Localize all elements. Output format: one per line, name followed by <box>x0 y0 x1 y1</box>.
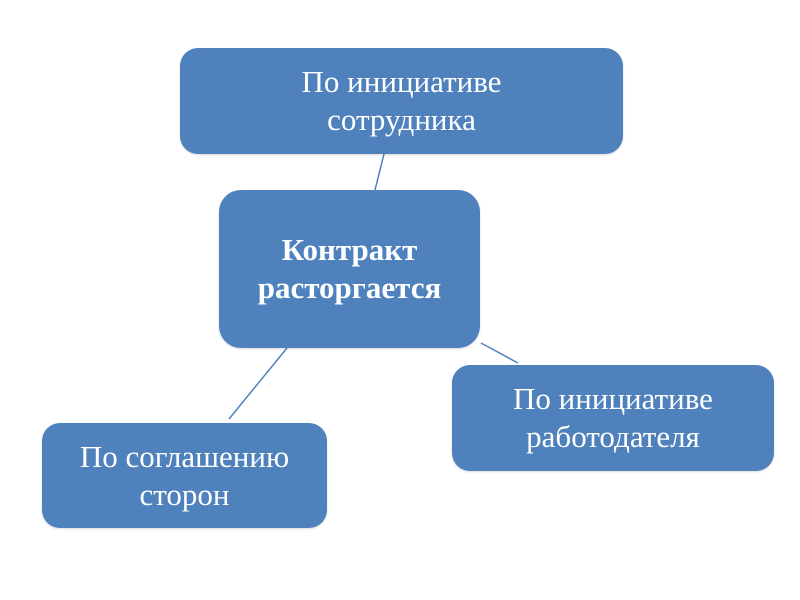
node-contract-terminated-line2: расторгается <box>257 270 442 305</box>
node-mutual-agreement: По соглашению сторон <box>42 423 327 528</box>
node-contract-terminated-text: Контракт расторгается <box>258 231 442 307</box>
node-employer-initiative: По инициативе работодателя <box>452 365 774 471</box>
node-mutual-agreement-line1: По соглашению <box>79 438 290 474</box>
node-contract-terminated-line1: Контракт <box>281 232 418 268</box>
node-employee-initiative-text: По инициативе сотрудника <box>302 63 502 139</box>
connector-center-to-right <box>480 342 519 364</box>
node-employer-initiative-line1: По инициативе <box>513 381 713 417</box>
node-employee-initiative-line1: По инициативе <box>301 64 502 100</box>
node-contract-terminated: Контракт расторгается <box>219 190 480 348</box>
connector-center-to-top <box>374 153 385 191</box>
node-employer-initiative-text: По инициативе работодателя <box>513 380 713 456</box>
connector-center-to-left <box>228 347 288 420</box>
node-mutual-agreement-line2: сторон <box>139 476 230 512</box>
node-mutual-agreement-text: По соглашению сторон <box>80 438 289 514</box>
node-employee-initiative-line2: сотрудника <box>327 102 476 137</box>
node-employer-initiative-line2: работодателя <box>526 419 700 454</box>
node-employee-initiative: По инициативе сотрудника <box>180 48 623 154</box>
